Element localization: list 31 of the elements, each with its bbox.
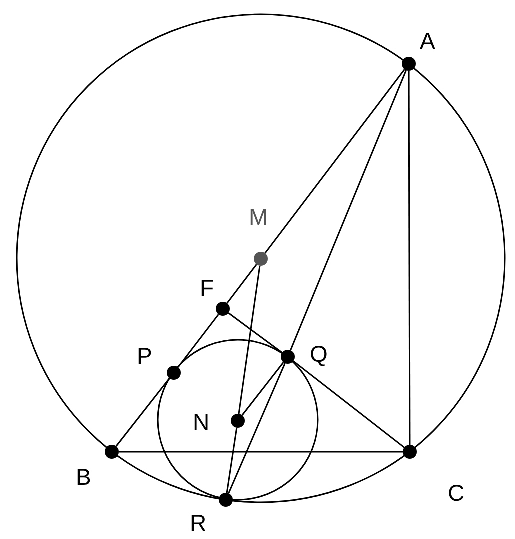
point-label: A (420, 30, 436, 53)
line-segment (408, 71, 411, 445)
line-segment (226, 264, 258, 304)
point-label: M (249, 206, 268, 229)
point-dot (254, 252, 268, 266)
point-dot (167, 366, 181, 380)
line-segment (238, 266, 261, 414)
point-dot (402, 57, 416, 71)
line-segment (228, 363, 286, 494)
point-label: R (190, 512, 207, 535)
line-segment (226, 428, 238, 494)
line-segment (228, 312, 283, 354)
line-segment (264, 69, 406, 254)
point-label: N (193, 411, 210, 434)
point-dot (216, 302, 230, 316)
point-label: C (448, 482, 465, 505)
point-label: P (137, 345, 152, 368)
point-label: F (200, 277, 214, 300)
point-dot (105, 445, 119, 459)
line-segment (293, 360, 405, 448)
point-label: Q (310, 343, 328, 366)
line-segment (290, 70, 408, 351)
line-segment (116, 378, 170, 447)
point-label: B (76, 466, 92, 489)
point-dot (231, 414, 245, 428)
point-dot (281, 350, 295, 364)
point-dot (403, 445, 417, 459)
line-segment (242, 362, 284, 416)
point-dot (219, 493, 233, 507)
line-segment (178, 314, 220, 368)
line-segment (119, 451, 403, 453)
